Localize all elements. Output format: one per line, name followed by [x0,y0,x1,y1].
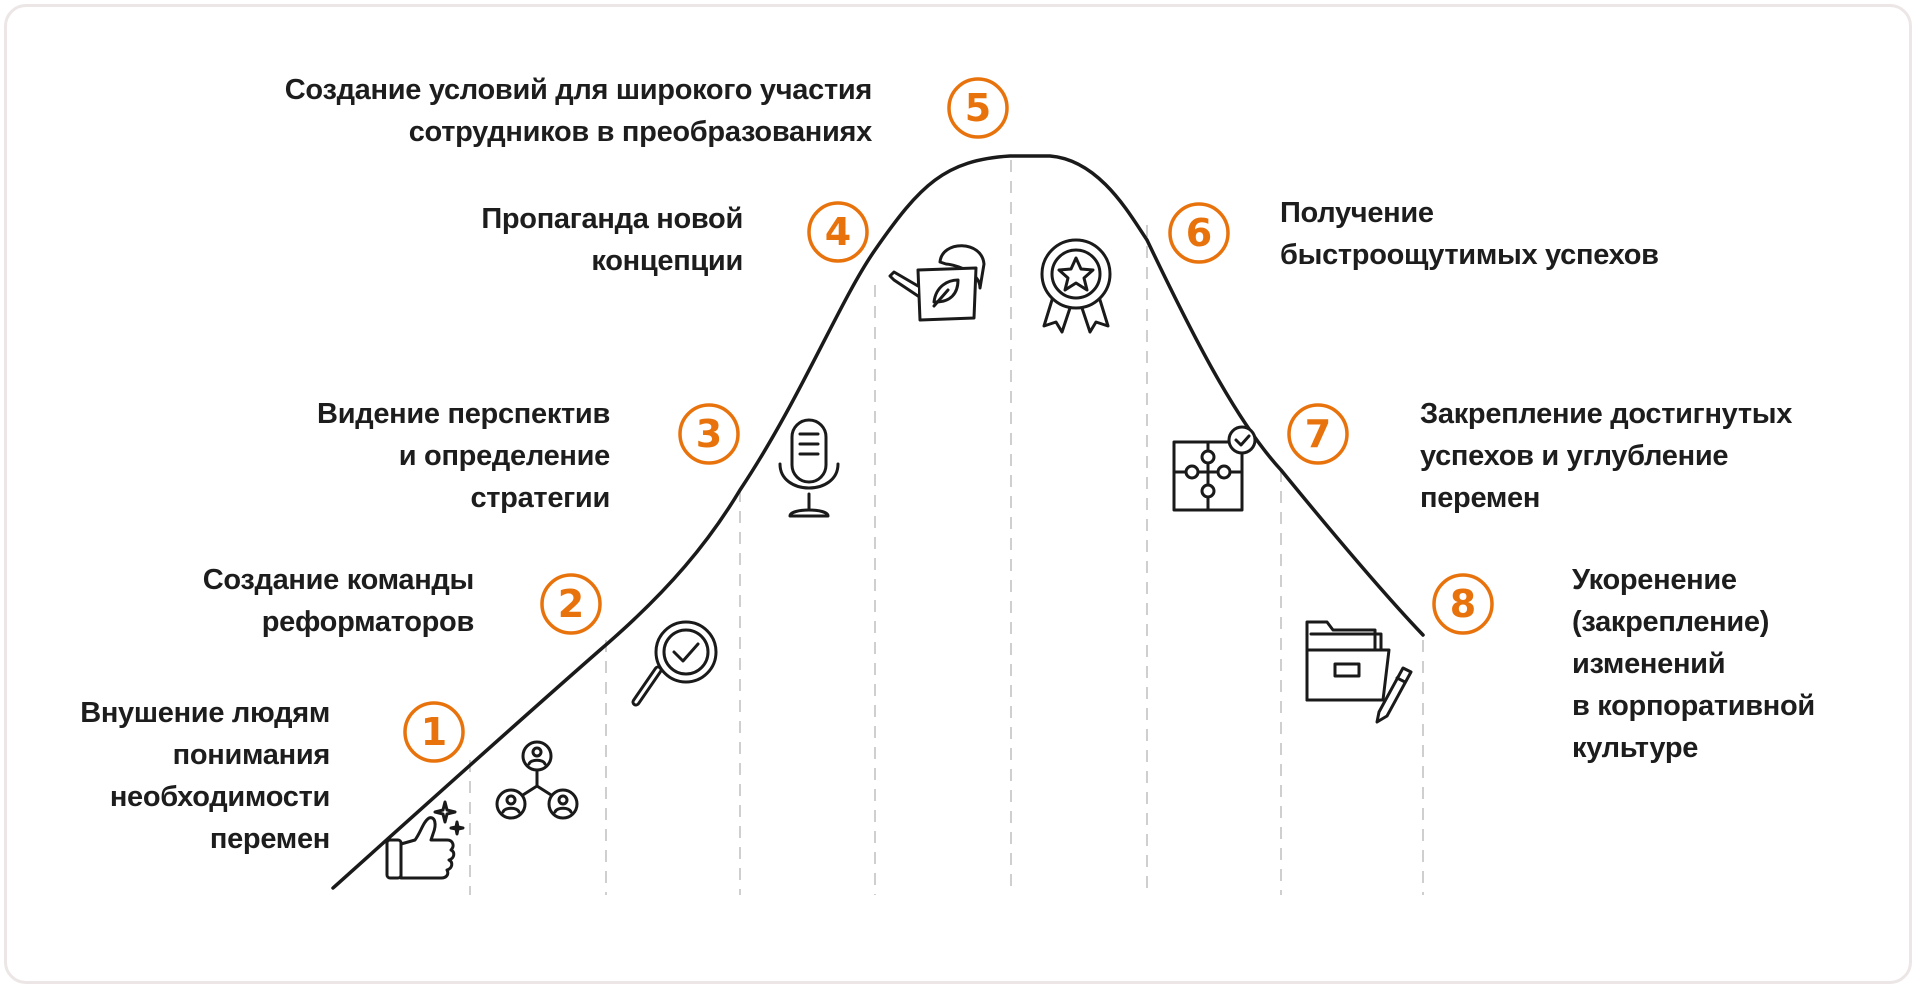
stage-number-circles [403,77,1494,763]
stage-1-line-3: необходимости [109,781,330,813]
stage-3-line-3: стратегии [470,482,610,514]
magnifier-check-icon [631,620,718,707]
stage-4-line-1: Пропаганда новой [481,203,743,235]
stage-label-4: Пропаганда новой концепции [481,198,743,282]
stage-label-6: Получение быстроощутимых успехов [1280,192,1659,276]
stage-circle-5 [947,77,1009,139]
stage-number-3: 3 [696,412,722,456]
folder-pen-icon [1305,620,1413,724]
stage-6-line-1: Получение [1280,197,1434,229]
stage-8-line-2: (закрепление) [1572,606,1770,638]
stage-7-line-3: перемен [1420,482,1541,514]
stage-1-line-2: понимания [172,739,331,771]
stage-number-2: 2 [558,582,584,626]
stage-number-1: 1 [421,710,447,754]
stage-8-line-5: культуре [1572,732,1699,764]
stage-label-3: Видение перспектив и определение стратег… [317,393,610,519]
stage-8-line-4: в корпоративной [1572,690,1815,722]
stage-1-line-4: перемен [209,823,330,855]
stage-8-line-3: изменений [1572,648,1726,680]
stage-2-line-1: Создание команды [202,564,475,596]
stage-label-7: Закрепление достигнутых успехов и углубл… [1420,393,1792,519]
stage-8-line-1: Укоренение [1572,564,1737,596]
stage-number-4: 4 [825,210,851,254]
stage-label-2: Создание команды реформаторов [202,559,475,643]
stage-2-line-2: реформаторов [261,606,475,638]
stage-label-8: Укоренение (закрепление) изменений в кор… [1572,559,1815,769]
stage-label-5: Создание условий для широкого участия со… [284,69,873,153]
stage-6-line-2: быстроощутимых успехов [1280,239,1659,271]
award-badge-icon [1040,238,1112,334]
stage-label-1: Внушение людям понимания необходимости п… [80,692,330,860]
stage-4-line-2: концепции [591,245,743,277]
watering-can-icon [888,244,986,322]
puzzle-icon [1172,425,1257,512]
stage-circle-2 [540,573,602,635]
change-curve [331,154,1425,890]
stage-circle-7 [1287,403,1349,465]
stage-3-line-2: и определение [398,440,611,472]
stage-circle-6 [1168,202,1230,264]
stage-5-line-2: сотрудников в преобразованиях [408,116,873,148]
stage-circle-3 [678,403,740,465]
thumbs-up-icon [385,800,465,880]
stage-7-line-1: Закрепление достигнутых [1420,398,1793,430]
stage-number-8: 8 [1450,582,1476,626]
stage-1-line-1: Внушение людям [80,697,330,729]
stage-3-line-1: Видение перспектив [317,398,610,430]
stage-dividers [469,160,1424,895]
stage-circle-4 [807,201,869,263]
stage-circle-8 [1432,573,1494,635]
stage-circle-1 [403,701,465,763]
stage-number-6: 6 [1186,211,1212,255]
stage-number-7: 7 [1305,412,1331,456]
microphone-icon [778,418,840,518]
stage-7-line-2: успехов и углубление [1420,440,1729,472]
team-network-icon [495,740,579,820]
stage-5-line-1: Создание условий для широкого участия [284,74,873,106]
stage-number-5: 5 [965,86,991,130]
